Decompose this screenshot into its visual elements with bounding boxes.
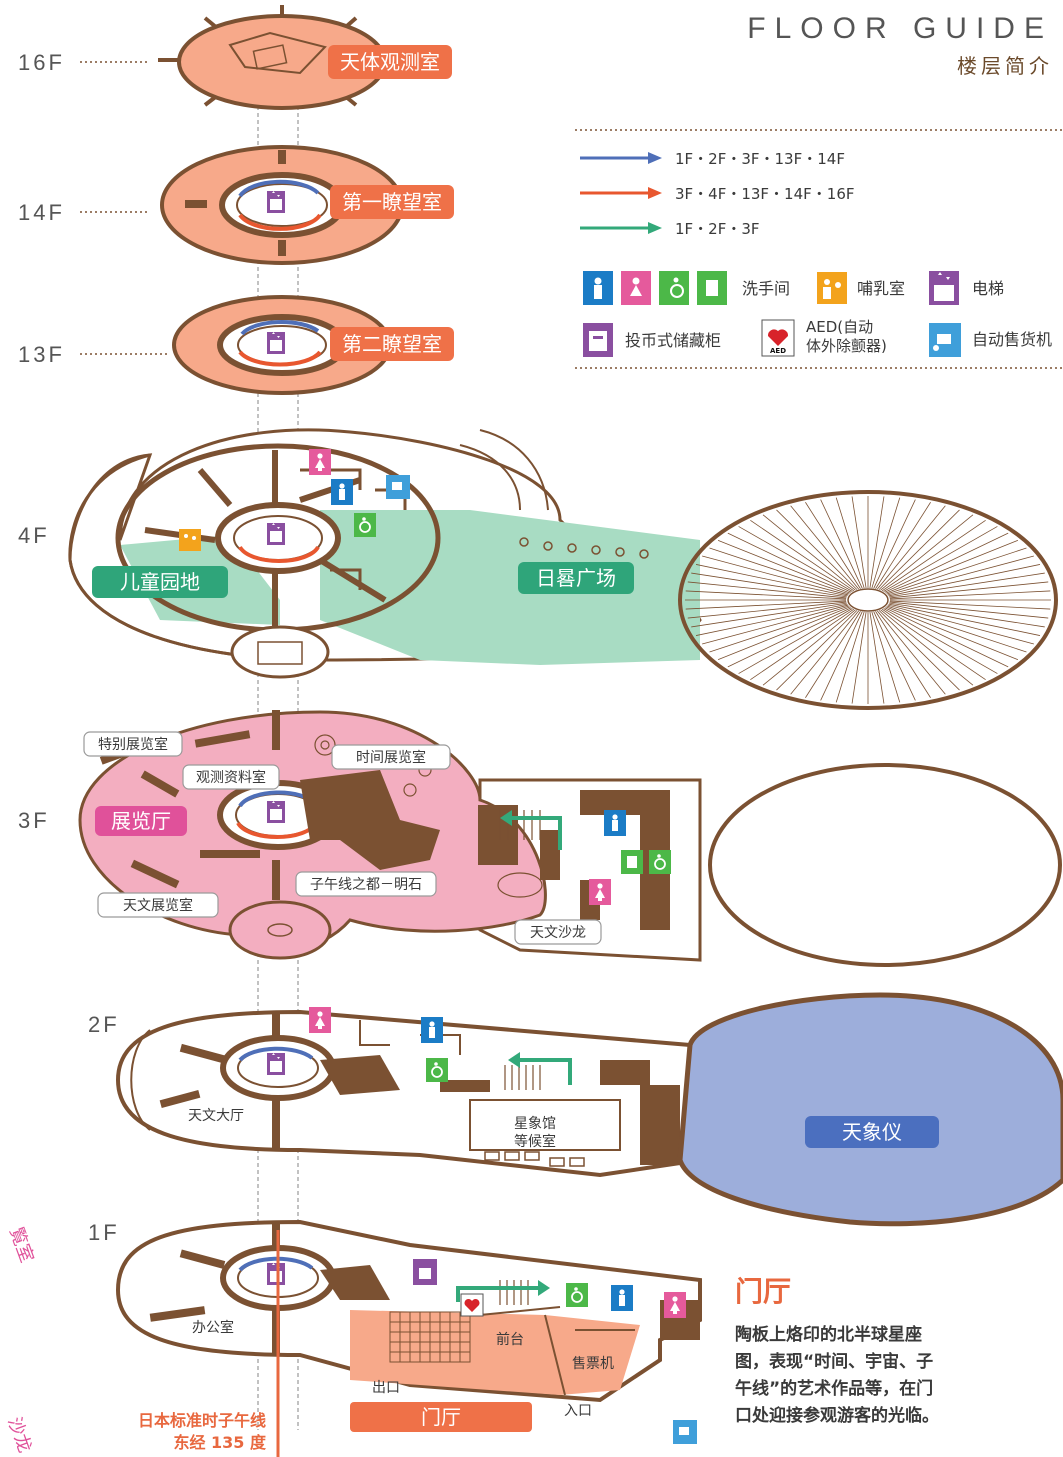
room-exhibit-hall-bg xyxy=(95,806,187,836)
lobby-info: 门厅 陶板上烙印的北半球星座图，表现“时间、宇宙、子午线”的艺术作品等，在门口处… xyxy=(735,1270,940,1430)
guide-title-en: FLOOR GUIDE xyxy=(747,12,1053,45)
meridian-line2: 东经 135 度 xyxy=(173,1433,267,1452)
room-astro-exhibit: 天文展览室 xyxy=(123,897,193,914)
floor-4f xyxy=(68,428,1058,710)
female-restroom-icon xyxy=(621,271,651,305)
guide-title: FLOOR GUIDE 楼层简介 xyxy=(747,12,1053,79)
room-time-bg xyxy=(331,744,451,770)
room-special-bg xyxy=(83,731,183,757)
accessible-restroom-icon xyxy=(659,271,689,305)
room-office: 办公室 xyxy=(192,1319,234,1336)
room-astro-exhibit-bg xyxy=(97,892,219,918)
legend-route-2: 3F・4F・13F・14F・16F xyxy=(675,185,855,203)
room-lobby-bg xyxy=(350,1402,532,1432)
room-special: 特别展览室 xyxy=(98,736,168,753)
svg-text:AED: AED xyxy=(770,347,786,355)
room-sundial: 日晷广场 xyxy=(536,566,616,590)
floor-label-3f: 3F xyxy=(18,808,50,833)
room-obs1: 第一瞭望室 xyxy=(342,190,442,214)
room-exhibit-hall: 展览厅 xyxy=(111,809,171,833)
room-astro-salon-bg xyxy=(514,919,602,945)
room-meridian-city: 子午线之都－明石 xyxy=(310,877,422,893)
side-text-lower: 沙龙 xyxy=(3,1415,35,1456)
room-kids: 儿童园地 xyxy=(120,570,200,594)
lobby-info-body: 陶板上烙印的北半球星座图，表现“时间、宇宙、子午线”的艺术作品等，在门口处迎接参… xyxy=(735,1325,939,1426)
room-time: 时间展览室 xyxy=(356,749,426,766)
nursing-room-icon xyxy=(817,272,847,304)
room-planetarium: 天象仪 xyxy=(842,1120,902,1144)
room-kids-bg xyxy=(92,566,228,598)
room-observatory: 天体观测室 xyxy=(340,50,440,74)
baby-seat-icon xyxy=(697,271,727,305)
male-restroom-icon xyxy=(583,271,613,305)
room-obs2: 第二瞭望室 xyxy=(342,332,442,356)
side-text-upper: 覧室 xyxy=(5,1225,37,1266)
floor-14f xyxy=(160,145,404,265)
legend-aed: AED(自动体外除颤器) xyxy=(806,318,887,355)
room-obs-material-bg xyxy=(182,764,280,790)
legend-locker: 投币式储藏柜 xyxy=(625,331,721,350)
legend-route-1: 1F・2F・3F・13F・14F xyxy=(675,150,845,168)
legend-route-3: 1F・2F・3F xyxy=(675,220,760,238)
legend-elevator: 电梯 xyxy=(972,279,1004,298)
floor-2f xyxy=(115,992,1063,1227)
floor-label-14f: 14F xyxy=(18,200,65,225)
legend: AED xyxy=(575,129,1063,369)
room-meridian-city-bg xyxy=(295,871,437,897)
floor-label-4f: 4F xyxy=(18,523,50,548)
legend-restroom: 洗手间 xyxy=(742,279,790,298)
coin-locker-icon xyxy=(583,323,613,357)
floor-13f xyxy=(172,295,392,395)
room-astro-hall: 天文大厅 xyxy=(188,1108,244,1124)
room-ticket: 售票机 xyxy=(572,1356,614,1372)
floor-label-2f: 2F xyxy=(88,1012,120,1037)
meridian-line1: 日本标准时子午线 xyxy=(138,1411,266,1430)
legend-routes xyxy=(580,152,662,234)
room-obs-material: 观测资料室 xyxy=(196,769,266,786)
room-waiting: 星象馆等候室 xyxy=(514,1116,556,1150)
elevator-icon xyxy=(929,271,959,305)
room-exit: 出口 xyxy=(372,1380,400,1396)
floor-label-16f: 16F xyxy=(18,50,65,75)
room-planetarium-bg xyxy=(805,1116,939,1148)
room-reception: 前台 xyxy=(496,1331,524,1348)
room-astro-salon: 天文沙龙 xyxy=(530,925,586,941)
lobby-info-title: 门厅 xyxy=(735,1275,792,1308)
vending-machine-icon xyxy=(929,323,961,357)
aed-icon: AED xyxy=(761,319,795,357)
legend-nursing: 哺乳室 xyxy=(857,279,905,298)
room-entrance: 入口 xyxy=(564,1403,592,1419)
legend-vending: 自动售货机 xyxy=(972,330,1052,349)
room-obs2-bg xyxy=(330,327,454,361)
room-sundial-bg xyxy=(518,562,634,594)
floor-label-13f: 13F xyxy=(18,342,65,367)
guide-title-zh: 楼层简介 xyxy=(957,54,1053,78)
room-observatory-bg xyxy=(328,45,452,79)
floor-label-1f: 1F xyxy=(88,1220,120,1245)
room-obs1-bg xyxy=(330,185,454,219)
room-lobby: 门厅 xyxy=(421,1405,461,1429)
